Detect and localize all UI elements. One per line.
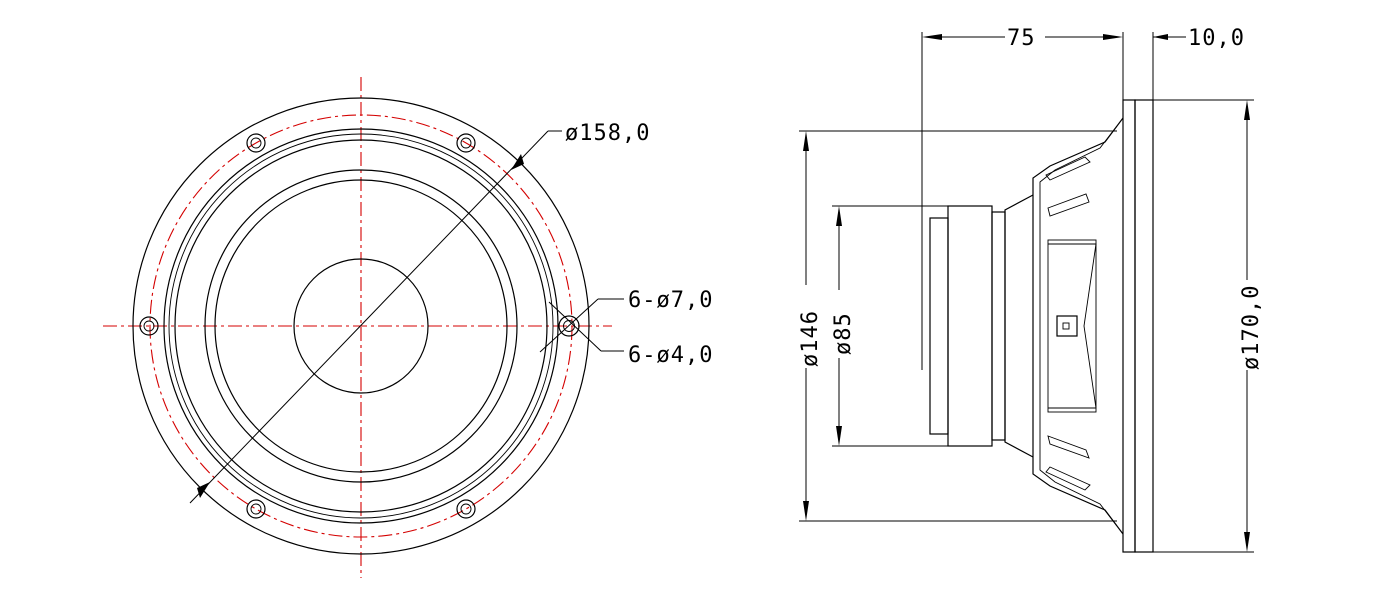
magnet-diameter-label: ø85 <box>831 312 856 355</box>
gasket <box>1134 99 1154 553</box>
mounting-hole <box>246 499 266 519</box>
basket-outline <box>1032 117 1124 535</box>
basket-inner <box>1039 125 1118 527</box>
mounting-hole <box>139 316 159 336</box>
outer-diameter-label: ø170,0 <box>1239 285 1264 370</box>
bolt-circle <box>149 114 573 538</box>
magnet <box>947 205 993 447</box>
bolt-circle-label: ø158,0 <box>565 121 650 146</box>
depth-arrow-right <box>1103 34 1123 40</box>
terminal-hole <box>1062 322 1070 330</box>
depth-arrow-left <box>922 34 942 40</box>
magnet-arrow-top <box>836 206 842 226</box>
leader-arrow <box>197 482 210 498</box>
outer-arrow-top <box>1244 100 1250 120</box>
motor-neck <box>1004 194 1034 458</box>
gasket-outer-ring <box>163 128 559 524</box>
front-view: ø158,0 6-ø7,0 6-ø4,0 <box>103 77 713 578</box>
flange-arrow-right <box>1153 34 1168 40</box>
hole-label: 6-ø4,0 <box>628 343 713 368</box>
gasket-inner-ring <box>168 133 554 519</box>
basket-arrow-top <box>803 131 809 151</box>
bolt-circle-leader <box>189 130 549 504</box>
side-view: 75 10,0 ø146 ø85 ø170,0 <box>798 26 1264 553</box>
outer-arrow-bottom <box>1244 532 1250 552</box>
terminal <box>1056 315 1078 337</box>
back-plate <box>991 211 1006 441</box>
depth-label: 75 <box>1007 26 1036 51</box>
rear-cap <box>929 217 949 435</box>
outer-frame-edge <box>132 97 590 555</box>
basket-diameter-label: ø146 <box>798 310 823 367</box>
cone-edge <box>214 179 508 473</box>
basket-windows <box>1045 156 1097 491</box>
slot-leader <box>539 298 599 353</box>
hole-leader <box>548 301 602 352</box>
slot-label: 6-ø7,0 <box>628 288 713 313</box>
dust-cap <box>293 258 429 394</box>
front-flange <box>1122 99 1136 553</box>
mounting-hole <box>246 133 266 153</box>
flange-thickness-label: 10,0 <box>1188 26 1245 51</box>
leader-arrow <box>511 154 524 170</box>
magnet-arrow-bottom <box>836 426 842 446</box>
basket-arrow-bottom <box>803 501 809 521</box>
mounting-hole <box>456 133 476 153</box>
mounting-hole <box>456 499 476 519</box>
surround-roll <box>204 169 518 483</box>
surround-outer <box>174 139 548 513</box>
